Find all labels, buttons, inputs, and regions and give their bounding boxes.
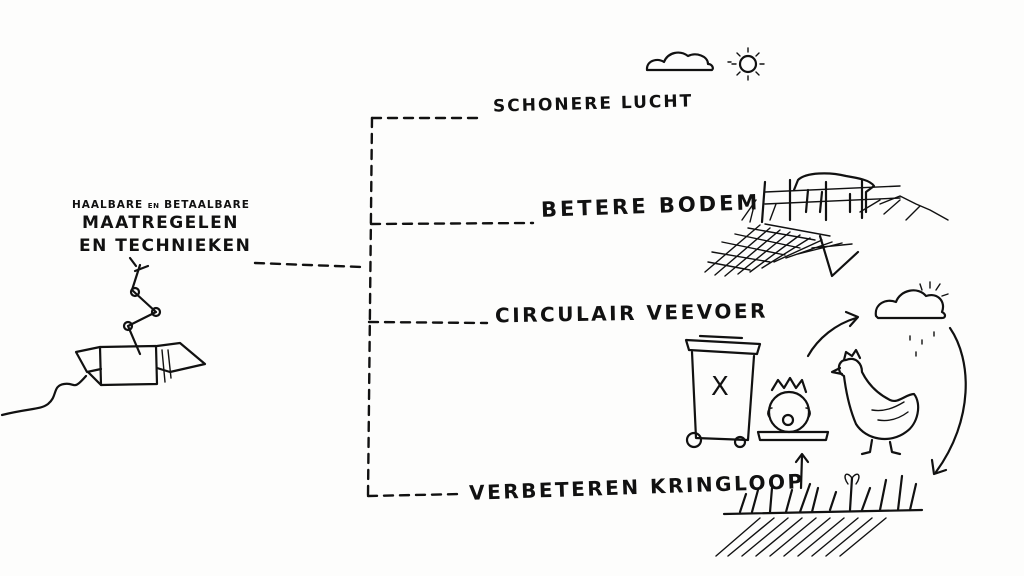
raindrops: [909, 331, 935, 357]
source-title-line-2: MAATREGELEN: [82, 213, 239, 233]
checkmark-icon: [818, 234, 860, 278]
source-word-betaalbare: BETAALBARE: [164, 199, 250, 211]
source-word-en: EN: [147, 202, 160, 210]
rain-cloud-icon: [874, 289, 947, 320]
source-title-line-3: EN TECHNIEKEN: [79, 236, 252, 256]
robot-box-illustration: [0, 256, 207, 417]
soil-field-illustration: [704, 172, 949, 278]
source-word-haalbare: HAALBARE: [72, 199, 144, 211]
grass-field-illustration: [715, 473, 924, 557]
waste-bin-x-mark: X: [711, 372, 729, 402]
fence-posts: [760, 178, 864, 224]
branch-circulair-veevoer: [367, 320, 489, 325]
trunk-line: [366, 116, 374, 498]
cycle-arrows: [794, 310, 967, 490]
connector-lines: [253, 116, 535, 498]
waste-bin-illustration: [684, 334, 762, 449]
feed-bowl-illustration: [756, 376, 830, 442]
branch-verbeteren-kringloop: [366, 492, 464, 498]
branch-betere-bodem: [369, 221, 535, 226]
rain-cloud-illustration: [874, 281, 949, 357]
source-title-line-1: HAALBARE EN BETAALBARE: [72, 199, 250, 211]
cloud-sun-illustration: [645, 47, 765, 81]
cloud-icon: [645, 51, 714, 72]
cow-icon: [792, 172, 876, 214]
sun-icon: [727, 47, 765, 81]
chicken-illustration: [830, 348, 920, 456]
source-connector: [253, 261, 364, 269]
outcome-circulair-veevoer: CIRCULAIR VEEVOER: [494, 298, 769, 328]
